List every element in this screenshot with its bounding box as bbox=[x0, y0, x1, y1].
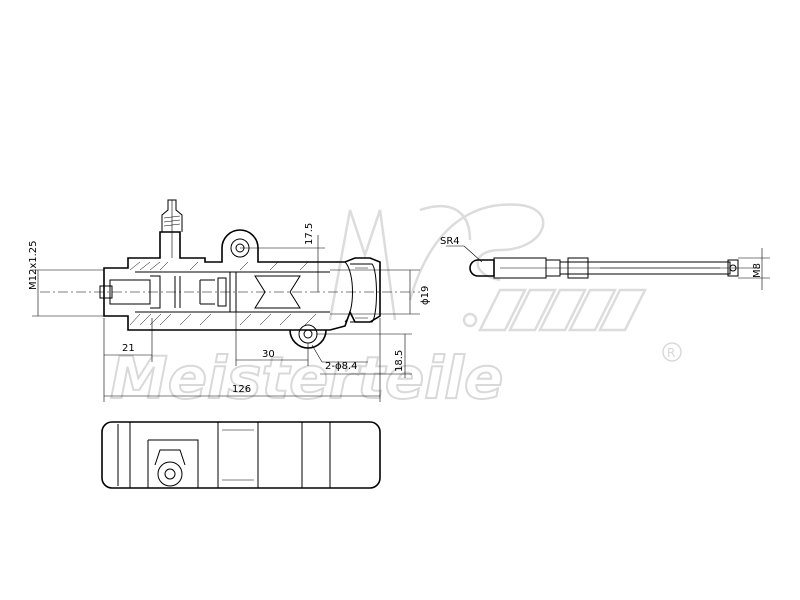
dimension-lines bbox=[32, 235, 420, 402]
dim-thread-port: M12x1.25 bbox=[28, 240, 39, 290]
bleed-nipple bbox=[161, 199, 183, 258]
dim-bore-diameter: ϕ19 bbox=[420, 286, 431, 305]
dim-left-length: 21 bbox=[122, 343, 135, 354]
dim-hole-spacing: 30 bbox=[262, 349, 275, 360]
dim-pushrod-thread: M8 bbox=[752, 263, 763, 278]
cylinder-plan-view bbox=[101, 421, 381, 489]
dim-pushrod-radius: SR4 bbox=[440, 236, 460, 247]
svg-text:R: R bbox=[667, 346, 675, 360]
dim-mount-holes: 2-ϕ8.4 bbox=[325, 361, 357, 372]
watermark-logo bbox=[328, 203, 648, 332]
cylinder-section-view bbox=[40, 199, 420, 349]
watermark-brand: Meisterteile bbox=[110, 344, 503, 412]
dim-mount-height: 18.5 bbox=[394, 350, 405, 372]
dim-overall-length: 126 bbox=[232, 384, 251, 395]
dim-inlet-offset: 17.5 bbox=[304, 223, 315, 245]
section-hatching bbox=[129, 261, 317, 326]
watermark: Meisterteile R bbox=[109, 203, 682, 413]
pushrod bbox=[446, 245, 770, 290]
registered-mark: R bbox=[662, 342, 682, 362]
